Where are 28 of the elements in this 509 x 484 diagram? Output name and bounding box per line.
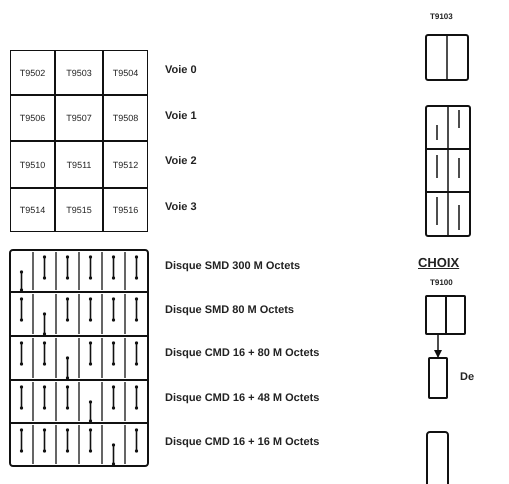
rack-slot-cell: T9502 [10, 50, 55, 95]
section-heading: CHOIX [418, 255, 460, 270]
rack-slot-cell: T9514 [10, 188, 55, 232]
disk-label: Disque SMD 80 M Octets [165, 304, 294, 316]
unit-code: T9103 [430, 12, 453, 21]
unit-caption: De [460, 371, 474, 383]
rack-slot-cell: T9516 [103, 188, 148, 232]
rack-slot-cell: T9512 [103, 141, 148, 188]
channel-label: Voie 0 [165, 64, 197, 76]
disk-label: Disque CMD 16 + 16 M Octets [165, 436, 320, 448]
rack-slot-cell: T9503 [55, 50, 103, 95]
rack-slot-cell: T9507 [55, 95, 103, 141]
channel-label: Voie 3 [165, 201, 197, 213]
rack-slot-cell: T9515 [55, 188, 103, 232]
drive-unit-box [425, 295, 466, 335]
channel-label: Voie 1 [165, 110, 197, 122]
channel-label: Voie 2 [165, 155, 197, 167]
rack-slot-cell: T9506 [10, 95, 55, 141]
disk-label: Disque CMD 16 + 80 M Octets [165, 347, 320, 359]
unit-code: T9100 [430, 278, 453, 287]
rack-slot-cell: T9510 [10, 141, 55, 188]
disk-label: Disque SMD 300 M Octets [165, 260, 300, 272]
disk-label: Disque CMD 16 + 48 M Octets [165, 392, 320, 404]
rack-slot-cell: T9504 [103, 50, 148, 95]
rack-slot-cell: T9511 [55, 141, 103, 188]
drive-box [428, 357, 448, 399]
rack-slot-cell: T9508 [103, 95, 148, 141]
arrow [434, 335, 442, 358]
